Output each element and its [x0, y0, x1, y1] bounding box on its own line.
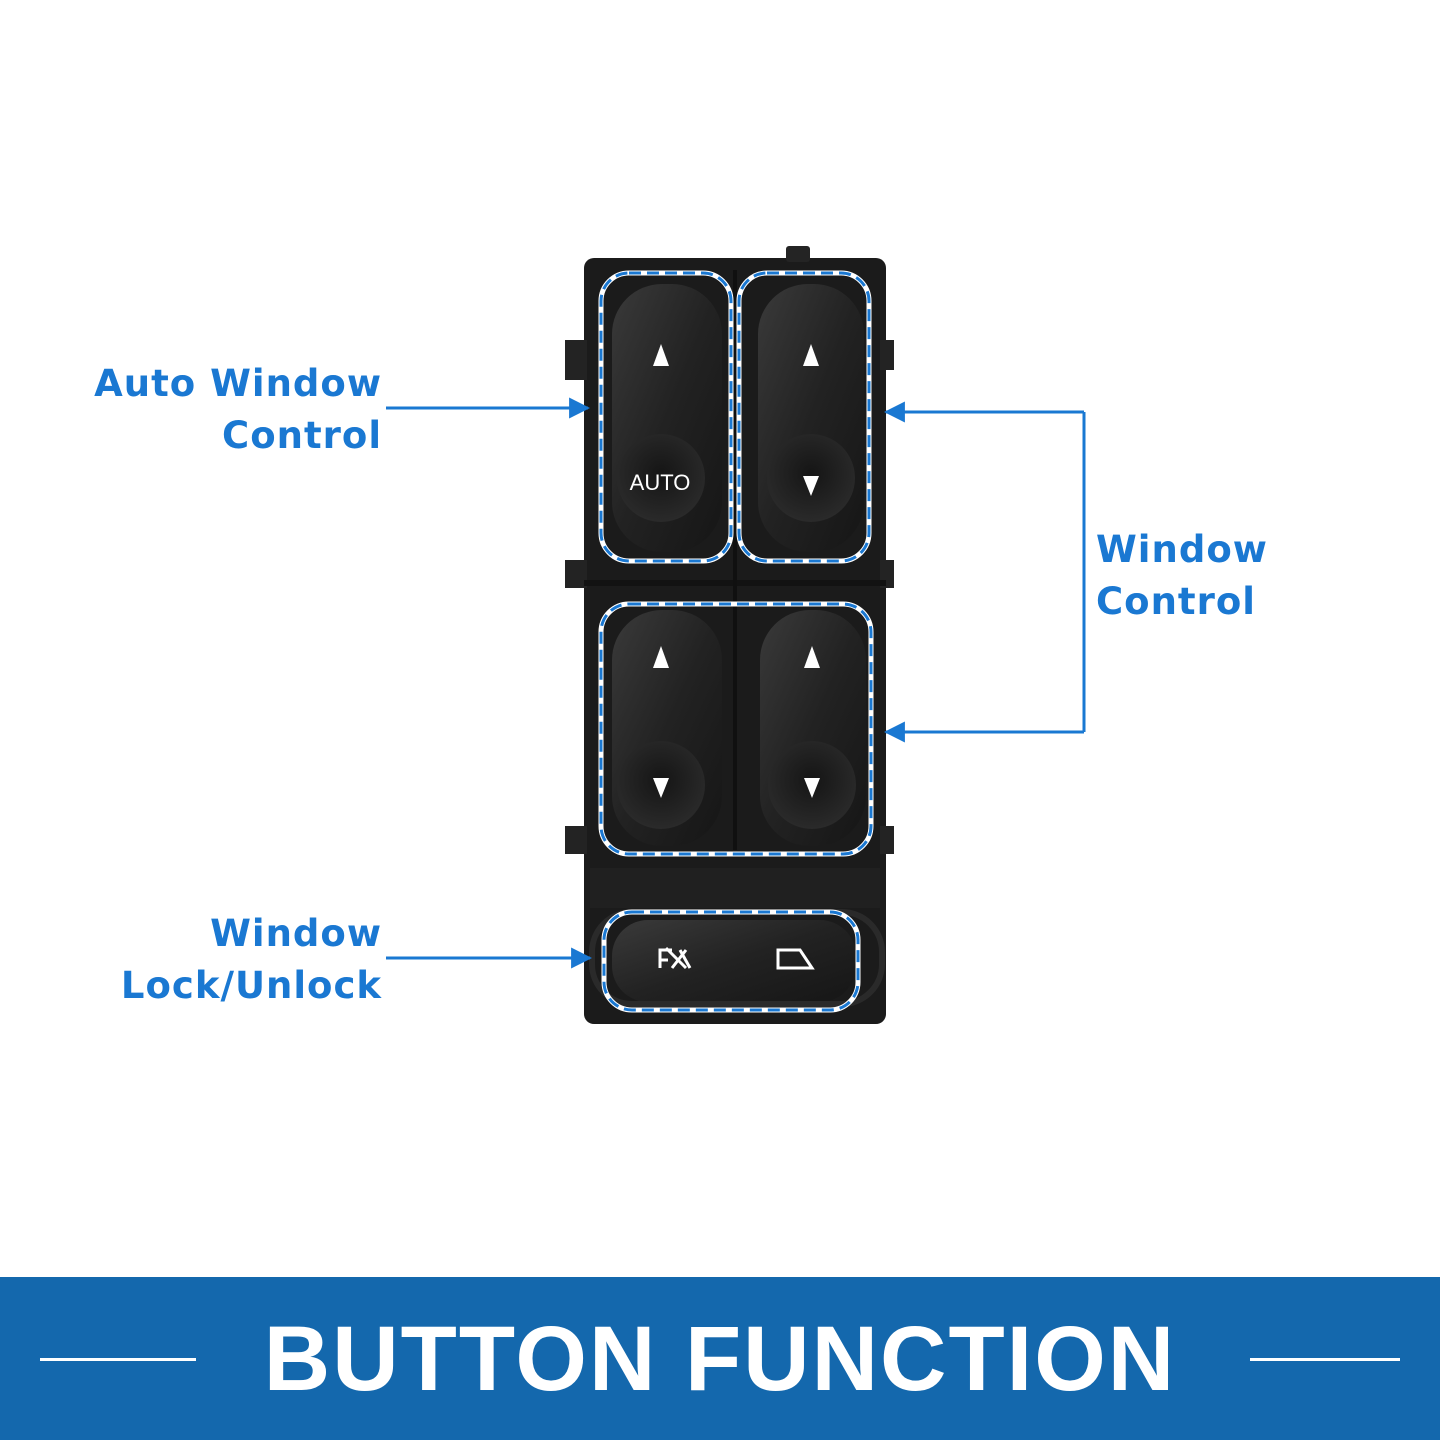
down-arrow-icon: [653, 778, 669, 798]
up-arrow-icon: [653, 646, 669, 668]
window-switch-rear-right[interactable]: [760, 610, 866, 846]
callout-auto-window-line2: Control: [222, 414, 382, 457]
auto-button-text: AUTO: [630, 470, 691, 495]
callout-window-lock-unlock: Window Lock/Unlock: [60, 908, 382, 1012]
window-switch-front-right[interactable]: [758, 284, 864, 552]
auto-window-highlight: [599, 271, 733, 563]
window-lock-icon: [658, 946, 692, 970]
callout-window-control: Window Control: [1096, 524, 1356, 628]
up-arrow-icon: [804, 646, 820, 668]
up-arrow-icon: [653, 344, 669, 366]
window-lock-rocker[interactable]: [589, 909, 885, 1007]
callout-leaders: [386, 397, 1086, 969]
window-lock-highlight: [602, 910, 860, 1012]
callout-window-lock-line2: Lock/Unlock: [120, 964, 382, 1007]
down-arrow-icon: [803, 476, 819, 496]
window-switch-panel: AUTO: [386, 246, 1086, 1024]
callout-auto-window-control: Auto Window Control: [60, 358, 382, 462]
window-switch-rear-left[interactable]: [612, 610, 722, 846]
window-unlock-icon: [776, 948, 815, 970]
banner-divider-left: [40, 1358, 196, 1361]
callout-window-control-line2: Control: [1096, 580, 1256, 623]
window-control-highlight-top: [737, 271, 871, 563]
title-banner: BUTTON FUNCTION: [0, 1277, 1440, 1440]
down-arrow-icon: [804, 778, 820, 798]
up-arrow-icon: [803, 344, 819, 366]
callout-window-control-line1: Window: [1096, 528, 1268, 571]
auto-window-switch[interactable]: AUTO: [612, 284, 722, 552]
highlight-dashes: [599, 271, 873, 1012]
window-control-highlight-bottom: [599, 602, 873, 856]
banner-title: BUTTON FUNCTION: [263, 1308, 1177, 1410]
banner-divider-right: [1250, 1358, 1400, 1361]
callout-window-lock-line1: Window: [210, 912, 382, 955]
callout-auto-window-line1: Auto Window: [94, 362, 382, 405]
